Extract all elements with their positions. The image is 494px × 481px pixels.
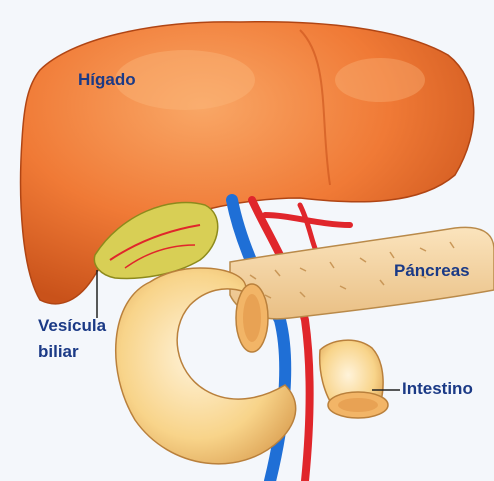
gallbladder-label-line1: Vesícula bbox=[38, 315, 106, 337]
pancreas-label: Páncreas bbox=[394, 260, 470, 282]
gallbladder-label-line2: biliar bbox=[38, 341, 79, 363]
intestine-label: Intestino bbox=[402, 378, 473, 400]
liver-label: Hígado bbox=[78, 69, 136, 91]
